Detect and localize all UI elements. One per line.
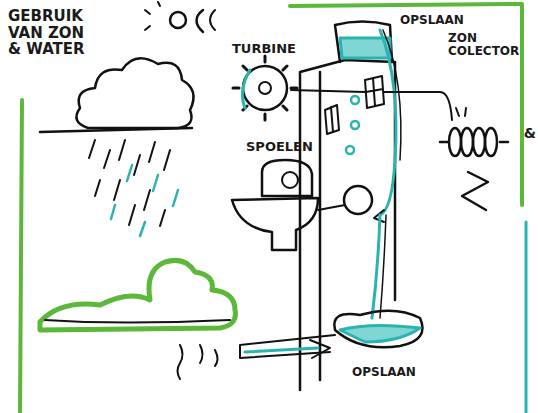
pipe (372, 215, 380, 318)
lightning (462, 172, 488, 210)
frame-line (290, 4, 522, 205)
note: & (524, 126, 536, 141)
ground (45, 320, 230, 323)
storage-water (340, 325, 420, 342)
drop (351, 121, 359, 129)
window-panel (365, 76, 384, 108)
drop (346, 146, 354, 154)
moon (210, 10, 215, 30)
sun-rays (145, 2, 160, 30)
window-panel (325, 105, 339, 134)
turbine-hub (259, 82, 271, 94)
gear-teeth (233, 56, 297, 120)
part-label: OPSLAAN (400, 14, 464, 27)
frame-line (20, 100, 22, 413)
water-flow (242, 70, 250, 108)
heat-lines (178, 345, 218, 379)
toilet-roll (282, 172, 298, 188)
pipe (380, 30, 396, 215)
pipe (240, 335, 335, 358)
pipe (380, 215, 386, 318)
collector-coil (440, 128, 508, 156)
part-label: TURBINE (232, 42, 296, 56)
pipe (383, 30, 401, 160)
leader-line (318, 205, 345, 210)
toilet-bowl (232, 198, 318, 250)
turbine-gear (243, 66, 287, 110)
title: GEBRUIK VAN ZON & WATER (8, 8, 86, 58)
part-label: SPOELEN (246, 140, 313, 154)
detail-circle (344, 186, 372, 214)
rain (89, 140, 170, 226)
drop (351, 96, 359, 104)
frame-line (525, 222, 528, 413)
storage-tank (334, 311, 422, 348)
cloud (76, 58, 193, 128)
moon (197, 10, 204, 32)
rain (111, 165, 178, 236)
bush (40, 260, 235, 330)
cloud-base (40, 128, 192, 132)
leader-line (384, 92, 452, 120)
leader-line (291, 90, 365, 92)
part-label: OPSLAAN (352, 366, 416, 379)
toilet-tank (262, 160, 312, 196)
marks (456, 108, 466, 116)
part-label: ZON COLECTOR (448, 32, 518, 58)
arrow-head (310, 340, 330, 358)
water-flow (245, 348, 318, 352)
sun (170, 12, 186, 28)
